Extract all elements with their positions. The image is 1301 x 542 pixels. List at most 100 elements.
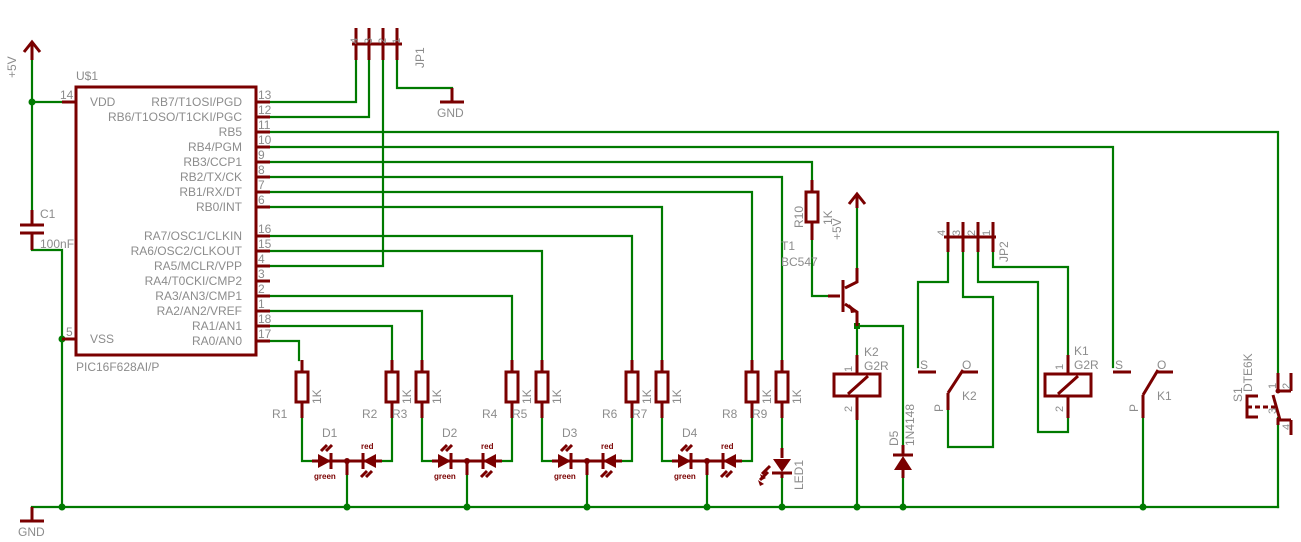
jp2-ref: JP2 [997, 241, 1011, 262]
pin-name: RB6/T1OSO/T1CKI/PGC [108, 110, 242, 124]
diode-d5: D5 1N4148 [887, 404, 917, 478]
gnd-symbol-jp1: GND [437, 88, 464, 120]
k1-contact-ref: K1 [1157, 389, 1172, 403]
k1-value: G2R [1074, 358, 1099, 372]
resistor-ref: R7 [632, 407, 648, 421]
led1: LED1 [758, 448, 806, 490]
pin-num: 2 [258, 282, 265, 296]
wire-ra1 [268, 324, 394, 362]
led-green-label: green [554, 472, 576, 481]
jp1-pin1: 1 [391, 38, 403, 44]
wire-ra2 [268, 309, 424, 362]
wire-ra7 [268, 234, 634, 362]
pin-name: RA1/AN1 [192, 319, 242, 333]
led-red-label: red [601, 442, 614, 451]
jp1-pin2: 2 [377, 38, 389, 44]
wire-rb2 [268, 175, 784, 362]
s1-ref: S1 [1231, 387, 1245, 402]
wire-ra5-vpp [268, 58, 385, 268]
resistor-r1: R1 1K [272, 360, 324, 421]
resistor-value: 1K [310, 389, 324, 404]
capacitor-c1: C1 100nF [20, 207, 74, 251]
resistor-ref: R3 [392, 407, 408, 421]
k2-ref: K2 [864, 345, 879, 359]
wire-ra0 [268, 339, 301, 362]
k2-contact-s: S [920, 358, 928, 372]
pin-num: 11 [258, 118, 271, 132]
k1-contact-o: O [1157, 358, 1166, 372]
resistor-ref: R6 [602, 407, 618, 421]
pin-num: 4 [258, 252, 265, 266]
led-ref: D1 [322, 426, 338, 440]
junction [583, 503, 591, 511]
wire-rb1 [268, 190, 754, 362]
transistor-t1: T1 BC547 [781, 239, 859, 326]
led-red-label: red [361, 442, 374, 451]
wire-rb5 [268, 130, 1280, 375]
junction [1139, 503, 1147, 511]
junction [853, 503, 861, 511]
c1-gnd-wire [30, 248, 64, 509]
pin-num: 15 [258, 237, 272, 251]
led-ref: D3 [562, 426, 578, 440]
resistor-value: 1K [550, 389, 564, 404]
pin-name: RA0/AN0 [192, 334, 242, 348]
k2-contact-ref: K2 [962, 389, 977, 403]
pin-num: 6 [258, 193, 265, 207]
resistor-value: 1K [430, 389, 444, 404]
pin-name: RA3/AN3/CMP1 [155, 289, 242, 303]
wire-r2-d1 [380, 416, 394, 463]
pin-name: RB4/PGM [188, 140, 242, 154]
jp2-pin2: 2 [966, 230, 978, 236]
ic-ref: U$1 [76, 69, 98, 83]
resistor-ref: R9 [752, 407, 768, 421]
wire-r5-d3 [540, 416, 554, 463]
junction [343, 503, 351, 511]
pin-name: RB5 [219, 125, 243, 139]
junction [778, 503, 786, 511]
pin-name: RB1/RX/DT [179, 185, 242, 199]
resistor-r10: R10 1K [792, 180, 835, 240]
switch-s1[interactable]: S1 DTE6K 1 2 3 4 [1231, 353, 1293, 435]
jp2-pin4: 4 [936, 230, 948, 236]
wire-rb4 [268, 145, 1115, 369]
relay-k2-coil: K2 G2R 1 2 [832, 345, 889, 420]
pin-name: VSS [90, 332, 114, 346]
ic-body [74, 85, 258, 357]
t1-value: BC547 [781, 255, 818, 269]
wire-rb3 [268, 160, 814, 188]
pin-name: RB0/INT [196, 200, 243, 214]
vcc-label: +5V [5, 56, 19, 78]
pin-num: 14 [60, 88, 74, 102]
vcc-symbol-t1: +5V [830, 191, 867, 240]
c1-value: 100nF [40, 237, 74, 251]
resistor-ref: R5 [512, 407, 528, 421]
k1-contact-p: P [1127, 404, 1141, 412]
resistor-r6: R6 1K [602, 360, 654, 421]
resistor-ref: R1 [272, 407, 288, 421]
resistor-value: 1K [640, 389, 654, 404]
pin-num: 12 [258, 103, 272, 117]
pin-name: VDD [90, 95, 116, 109]
led-red-label: red [721, 442, 734, 451]
pin-num: 9 [258, 148, 265, 162]
wire-jp2-3-k2p [946, 250, 995, 449]
pin-num: 8 [258, 163, 265, 177]
header-jp1: 4 3 2 1 JP1 [349, 28, 427, 68]
s1-pin2: 2 [1281, 383, 1293, 389]
gnd-symbol-left: GND [18, 507, 45, 539]
bicolor-led-d3: D3 green red [552, 426, 622, 481]
pin-name: RB3/CCP1 [183, 155, 242, 169]
relay-k1-contacts: S O P K1 [1113, 358, 1173, 418]
jp1-pin4: 4 [349, 38, 361, 44]
wire-emitter-d5 [855, 324, 905, 447]
pin-num: 7 [258, 178, 265, 192]
pin-name: RA2/AN2/VREF [157, 304, 242, 318]
led-green-label: green [434, 472, 456, 481]
pin-num: 17 [258, 327, 272, 341]
